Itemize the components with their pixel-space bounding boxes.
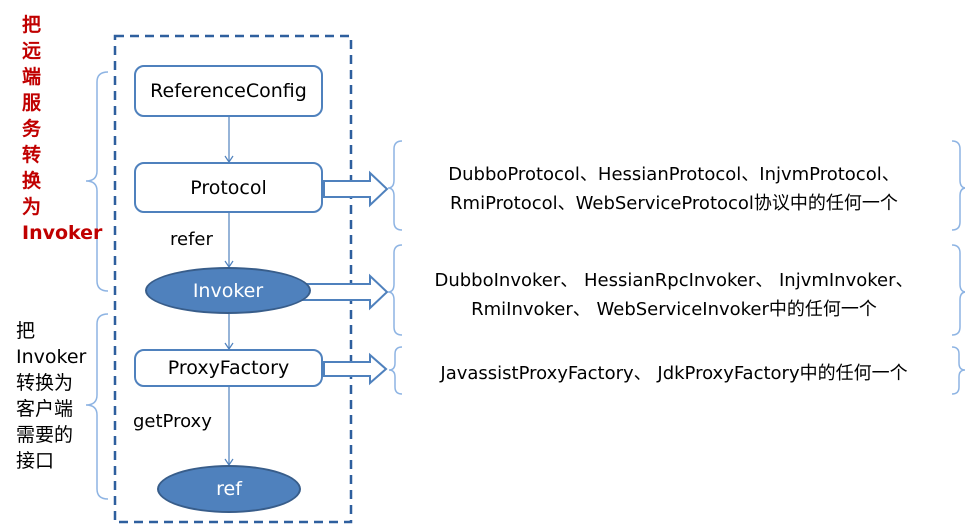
refer-label: refer [170,229,213,250]
proxy-factory-implementations-note: JavassistProxyFactory、 JdkProxyFactory中的… [400,359,948,388]
label-bottom-line: Invoker [16,346,87,368]
invoker-implementations-note: DubboInvoker、 HessianRpcInvoker、 InjvmIn… [400,266,948,324]
left-brace-bottom [85,313,109,500]
left-brace-top [85,71,109,292]
label-top-char: 把 [22,14,42,36]
note-line: JavassistProxyFactory、 JdkProxyFactory中的… [440,363,908,384]
note-brace-invoker-close [951,244,965,336]
label-top-char: 端 [22,66,42,88]
label-top-char: 服 [22,92,42,114]
note-brace-proxy-close [951,346,965,395]
note-brace-proxy [388,346,403,395]
ref-node: ref [157,465,301,513]
label-top-char: 远 [22,40,42,62]
protocol-node: Protocol [134,162,323,213]
note-brace-protocol-close [951,140,965,231]
block-arrow-invoker [298,273,389,311]
label-bottom-line: 客户端 [16,398,74,420]
label-remote-to-invoker: 把 远 端 服 务 转 换 为 Invoker [22,12,102,246]
reference-config-node: ReferenceConfig [134,65,323,117]
note-line: RmiProtocol、WebServiceProtocol协议中的任何一个 [450,193,898,214]
note-brace-invoker [387,244,403,336]
get-proxy-label: getProxy [133,411,212,432]
label-top-char: 换 [22,170,42,192]
label-top-char: Invoker [22,222,103,244]
note-line: DubboInvoker、 HessianRpcInvoker、 InjvmIn… [434,270,914,291]
label-bottom-line: 转换为 [16,372,74,394]
label-invoker-to-interface: 把 Invoker 转换为 客户端 需要的 接口 [16,318,96,474]
label-top-char: 转 [22,144,42,166]
protocol-implementations-note: DubboProtocol、HessianProtocol、InjvmProto… [400,160,948,218]
note-line: RmiInvoker、 WebServiceInvoker中的任何一个 [471,299,877,320]
block-arrow-proxyfactory [323,352,388,386]
label-top-char: 为 [22,196,42,218]
label-bottom-line: 接口 [16,450,55,472]
note-brace-protocol [387,140,403,231]
invoker-node: Invoker [145,267,311,314]
block-arrow-protocol [323,170,389,208]
label-top-char: 务 [22,118,42,140]
proxy-factory-node: ProxyFactory [134,349,323,387]
label-bottom-line: 把 [16,320,36,342]
note-line: DubboProtocol、HessianProtocol、InjvmProto… [448,164,900,185]
label-bottom-line: 需要的 [16,424,74,446]
dashed-container [113,34,353,524]
